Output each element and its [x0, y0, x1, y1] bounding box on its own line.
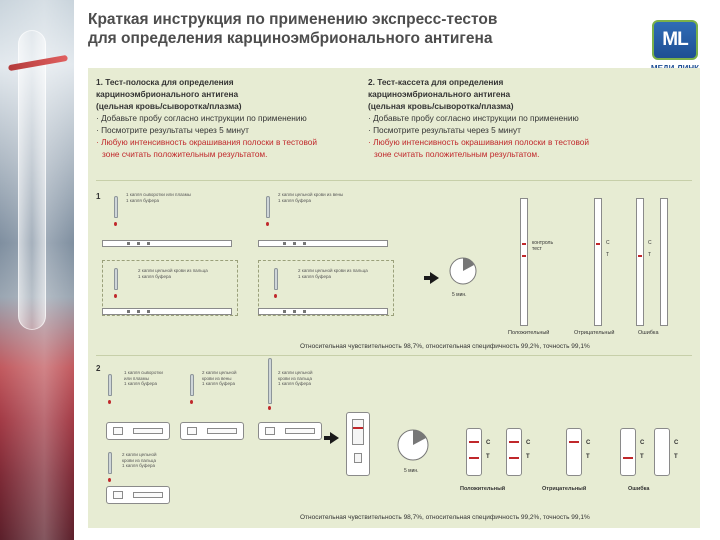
result-cassette-error-1	[620, 428, 636, 476]
c-label: C	[674, 440, 679, 446]
step-1c-text: 2 капли цельной крови из пальца 1 капля …	[138, 268, 208, 279]
test-cassette	[106, 422, 170, 440]
drop-icon	[114, 294, 117, 298]
test-tube-image	[18, 30, 46, 330]
test-strip	[102, 308, 232, 315]
drop-icon	[268, 406, 271, 410]
zone-label: контроль тест	[532, 240, 554, 252]
drop-icon	[108, 400, 111, 404]
result-cassette-negative	[566, 428, 582, 476]
t-label: T	[526, 454, 530, 460]
test-cassette	[258, 422, 322, 440]
drop-icon	[114, 222, 117, 226]
drop-icon	[274, 294, 277, 298]
result-strip-negative	[594, 198, 602, 326]
test-cassette	[106, 486, 170, 504]
dropper-icon	[268, 358, 272, 404]
result-error-label: Ошибка	[638, 330, 659, 336]
result-cassette-positive-2	[506, 428, 522, 476]
section-2-number: 2	[96, 364, 101, 373]
step-2d-text: 2 капли цельной крови из пальца 1 капля …	[122, 452, 157, 468]
c-label: C	[586, 440, 591, 446]
section-1-number: 1	[96, 192, 101, 201]
arrow-right-icon	[424, 272, 439, 284]
result-error-label: Ошибка	[628, 486, 650, 492]
result-strip-error-1	[636, 198, 644, 326]
timer-icon	[449, 257, 477, 285]
c-label: C	[526, 440, 531, 446]
dashed-frame	[258, 260, 394, 316]
logo-badge: ML	[652, 20, 698, 60]
side-photo	[0, 0, 74, 540]
section-1-stats: Относительная чувствительность 98,7%, от…	[300, 343, 590, 350]
dropper-icon	[114, 268, 118, 290]
strip-intro: 1. Тест-полоска для определения карциноэ…	[96, 77, 318, 159]
dropper-icon	[274, 268, 278, 290]
result-negative-label: Отрицательный	[574, 330, 615, 336]
c-label: C	[486, 440, 491, 446]
dropper-icon	[108, 374, 112, 396]
step-2b-text: 2 капли цельной крови из вены 1 капля бу…	[202, 370, 237, 386]
timer-icon	[397, 429, 429, 461]
c-label: C	[640, 440, 645, 446]
drop-icon	[190, 400, 193, 404]
c-label: C	[648, 240, 652, 246]
t-label: T	[606, 252, 610, 258]
divider	[96, 355, 692, 356]
result-positive-label: Положительный	[508, 330, 550, 336]
arrow-right-icon	[324, 432, 339, 444]
test-cassette	[180, 422, 244, 440]
result-strip-error-2	[660, 198, 668, 326]
t-label: T	[674, 454, 678, 460]
drop-icon	[266, 222, 269, 226]
t-label: T	[648, 252, 652, 258]
vertical-cassette	[346, 412, 370, 476]
c-label: C	[606, 240, 610, 246]
drop-icon	[108, 478, 111, 482]
dropper-icon	[190, 374, 194, 396]
instruction-panel: 1. Тест-полоска для определения карциноэ…	[88, 68, 700, 528]
result-cassette-positive	[466, 428, 482, 476]
step-1d-text: 2 капли цельной крови из пальца 1 капля …	[298, 268, 368, 279]
result-strip-positive	[520, 198, 528, 326]
divider	[96, 180, 692, 181]
result-negative-label: Отрицательный	[542, 486, 587, 492]
step-2c-text: 2 капли цельной крови из пальца 1 капля …	[278, 370, 313, 386]
section-2-stats: Относительная чувствительность 98,7%, от…	[300, 514, 590, 521]
timer-label: 5 мин.	[404, 468, 419, 474]
cassette-intro: 2. Тест-кассета для определения карциноэ…	[368, 77, 590, 159]
page-title: Краткая инструкция по применению экспрес…	[88, 11, 498, 47]
result-cassette-error-2	[654, 428, 670, 476]
test-strip	[258, 240, 388, 247]
t-label: T	[640, 454, 644, 460]
dashed-frame	[102, 260, 238, 316]
test-strip	[258, 308, 388, 315]
t-label: T	[586, 454, 590, 460]
t-label: T	[486, 454, 490, 460]
step-1b-text: 2 капли цельной крови из вены 1 капля бу…	[278, 192, 344, 203]
step-2a-text: 1 капля сыворотки или плазмы 1 капля буф…	[124, 370, 163, 386]
timer-label: 5 мин.	[452, 292, 467, 298]
step-1a-text: 1 капля сыворотки или плазмы 1 капля буф…	[126, 192, 191, 203]
dropper-icon	[108, 452, 112, 474]
result-positive-label: Положительный	[460, 486, 506, 492]
test-strip	[102, 240, 232, 247]
dropper-icon	[266, 196, 270, 218]
dropper-icon	[114, 196, 118, 218]
